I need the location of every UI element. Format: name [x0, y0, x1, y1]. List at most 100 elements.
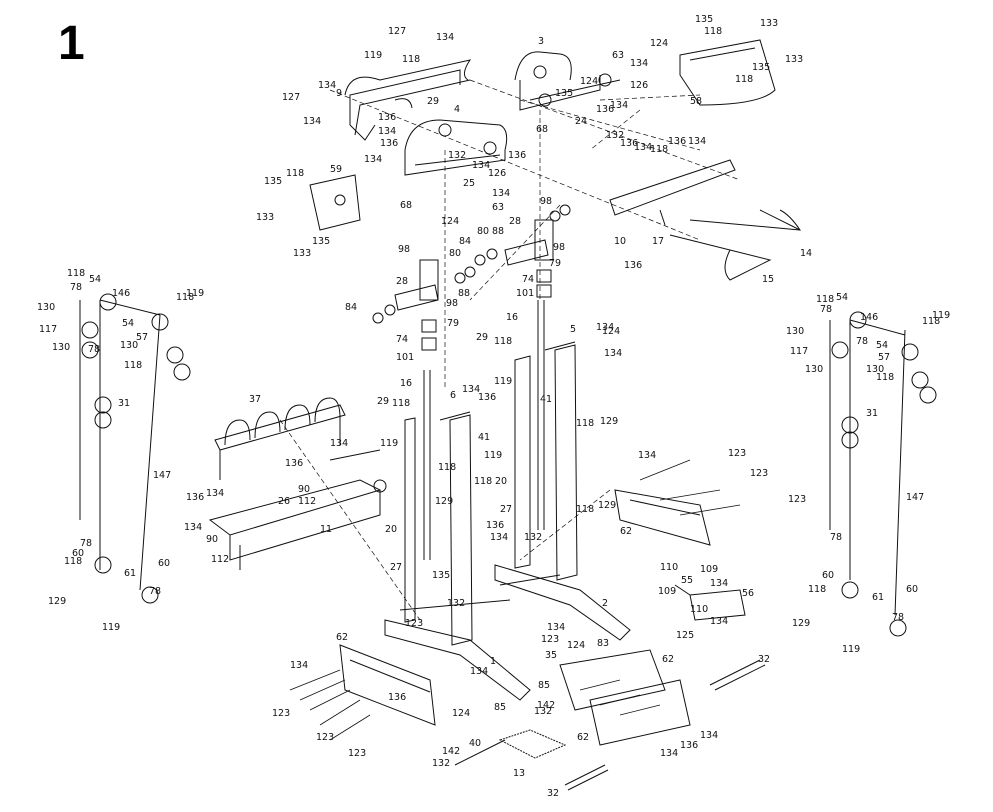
part-callout: 118: [816, 294, 834, 305]
part-callout: 123: [316, 732, 334, 743]
part-callout: 136: [620, 138, 638, 149]
part-callout: 136: [380, 138, 398, 149]
rear-crossbar: [609, 159, 801, 281]
part-callout: 29: [476, 332, 488, 343]
part-callout: 118: [808, 584, 826, 595]
part-callout: 63: [492, 202, 504, 213]
part-callout: 119: [842, 644, 860, 655]
part-callout: 129: [598, 500, 616, 511]
part-callout: 135: [752, 62, 770, 73]
part-callout: 90: [206, 534, 218, 545]
part-callout: 134: [378, 126, 396, 137]
part-callout: 28: [396, 276, 408, 287]
part-callout: 134: [710, 616, 728, 627]
part-callout: 118: [735, 74, 753, 85]
part-callout: 78: [820, 304, 832, 315]
part-callout: 134: [547, 622, 565, 633]
part-callout: 74: [522, 274, 534, 285]
part-callout: 24: [575, 116, 587, 127]
part-callout: 135: [555, 88, 573, 99]
part-callout: 32: [758, 654, 770, 665]
part-callout: 29: [377, 396, 389, 407]
part-callout: 62: [620, 526, 632, 537]
rod-32-right: [709, 659, 766, 691]
part-callout: 132: [606, 130, 624, 141]
part-callout: 62: [662, 654, 674, 665]
pivot-assembly-left: [372, 259, 476, 351]
part-callout: 124: [441, 216, 459, 227]
part-callout: 132: [534, 706, 552, 717]
part-callout: 134: [634, 142, 652, 153]
part-callout: 17: [652, 236, 664, 247]
part-callout: 134: [470, 666, 488, 677]
part-callout: 134: [710, 578, 728, 589]
part-callout: 134: [490, 532, 508, 543]
part-callout: 136: [486, 520, 504, 531]
part-callout: 60: [822, 570, 834, 581]
part-callout: 27: [500, 504, 512, 515]
part-callout: 123: [541, 634, 559, 645]
part-callout: 118: [392, 398, 410, 409]
part-callout: 56: [742, 588, 754, 599]
part-callout: 101: [396, 352, 414, 363]
part-callout: 37: [249, 394, 261, 405]
part-callout: 126: [488, 168, 506, 179]
part-callout: 125: [676, 630, 694, 641]
part-callout: 88: [492, 226, 504, 237]
part-callout: 31: [118, 398, 130, 409]
part-callout: 54: [89, 274, 101, 285]
part-callout: 119: [364, 50, 382, 61]
part-callout: 78: [830, 532, 842, 543]
part-callout: 54: [876, 340, 888, 351]
part-callout: 98: [398, 244, 410, 255]
part-callout: 2: [602, 598, 608, 609]
part-callout: 16: [506, 312, 518, 323]
part-callout: 14: [800, 248, 812, 259]
part-callout: 132: [447, 598, 465, 609]
part-callout: 129: [48, 596, 66, 607]
part-callout: 78: [892, 612, 904, 623]
part-callout: 78: [88, 344, 100, 355]
top-handle-frame-right: [514, 51, 621, 111]
part-callout: 146: [112, 288, 130, 299]
part-callout: 62: [336, 632, 348, 643]
cover-plate-59: [309, 174, 361, 231]
part-callout: 57: [878, 352, 890, 363]
part-callout: 85: [538, 680, 550, 691]
part-callout: 118: [650, 144, 668, 155]
upright-posts: [404, 341, 578, 646]
bolt-bundles: [289, 459, 741, 741]
part-callout: 118: [64, 556, 82, 567]
part-callout: 55: [681, 575, 693, 586]
part-callout: 20: [385, 524, 397, 535]
step-number: 1: [58, 17, 85, 70]
part-callout: 59: [330, 164, 342, 175]
part-callout: 142: [442, 746, 460, 757]
part-callout: 27: [390, 562, 402, 573]
part-callout: 146: [860, 312, 878, 323]
part-callout: 132: [448, 150, 466, 161]
part-callout: 84: [459, 236, 471, 247]
part-callout: 123: [788, 494, 806, 505]
part-callout: 118: [474, 476, 492, 487]
part-callout: 84: [345, 302, 357, 313]
part-callout: 130: [866, 364, 884, 375]
part-callout: 60: [72, 548, 84, 559]
part-callout: 3: [538, 36, 544, 47]
part-callout: 129: [792, 618, 810, 629]
part-callout: 61: [872, 592, 884, 603]
part-callout: 54: [122, 318, 134, 329]
part-callout: 136: [388, 692, 406, 703]
part-callout: 32: [547, 788, 559, 799]
part-callout: 124: [452, 708, 470, 719]
part-callout: 31: [866, 408, 878, 419]
part-callout: 83: [597, 638, 609, 649]
part-callout: 132: [524, 532, 542, 543]
plate-tree-frame: [208, 449, 387, 570]
part-callout: 79: [549, 258, 561, 269]
part-callout: 112: [298, 496, 316, 507]
part-callout: 132: [432, 758, 450, 769]
part-callout: 40: [469, 738, 481, 749]
